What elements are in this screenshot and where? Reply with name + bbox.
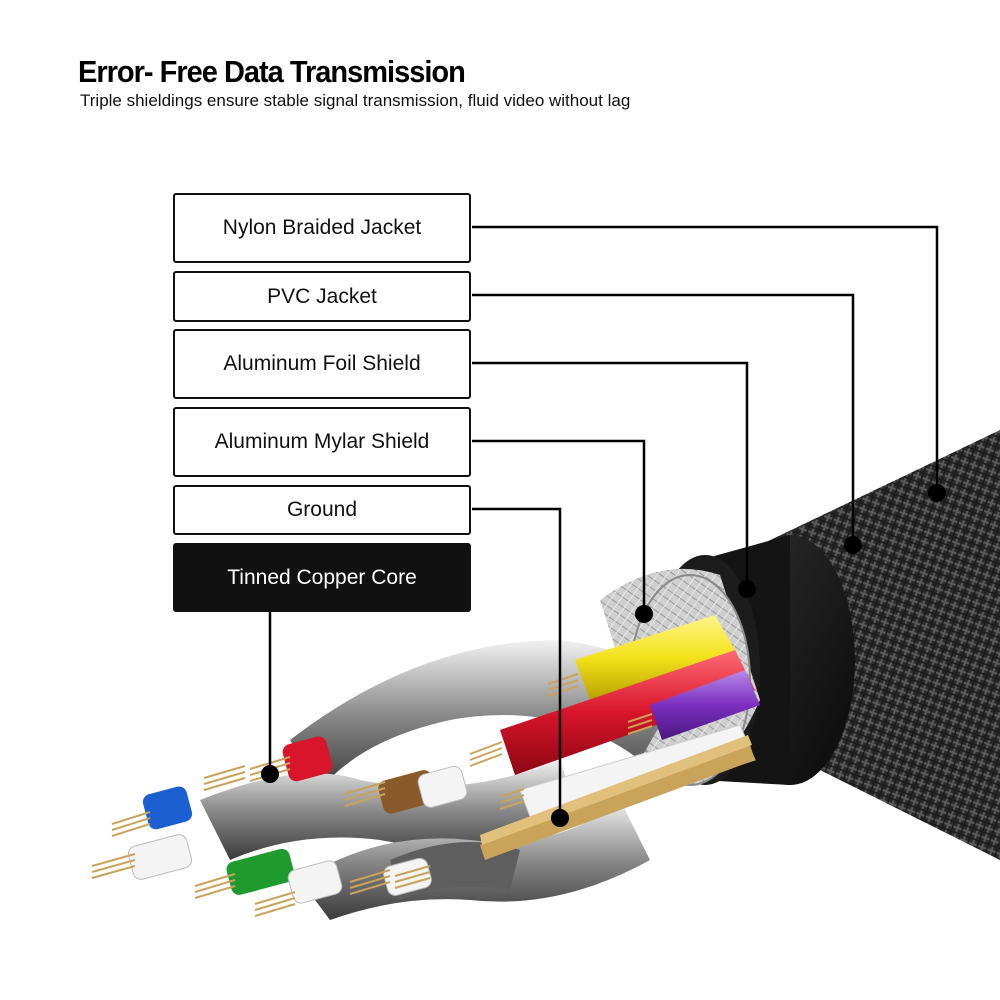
page-title: Error- Free Data Transmission — [78, 56, 466, 90]
label-nylon-braided-jacket: Nylon Braided Jacket — [173, 193, 471, 263]
label-aluminum-mylar-shield: Aluminum Mylar Shield — [173, 407, 471, 477]
label-tinned-copper-core: Tinned Copper Core — [173, 543, 471, 612]
label-aluminum-foil-shield: Aluminum Foil Shield — [173, 329, 471, 399]
copper-tips-graphic — [91, 673, 653, 917]
callout-lines — [268, 225, 939, 818]
page-subtitle: Triple shieldings ensure stable signal t… — [80, 91, 631, 110]
inner-wires-graphic — [127, 615, 760, 904]
callout-dots — [261, 484, 946, 827]
label-pvc-jacket: PVC Jacket — [173, 271, 471, 322]
label-ground: Ground — [173, 485, 471, 535]
